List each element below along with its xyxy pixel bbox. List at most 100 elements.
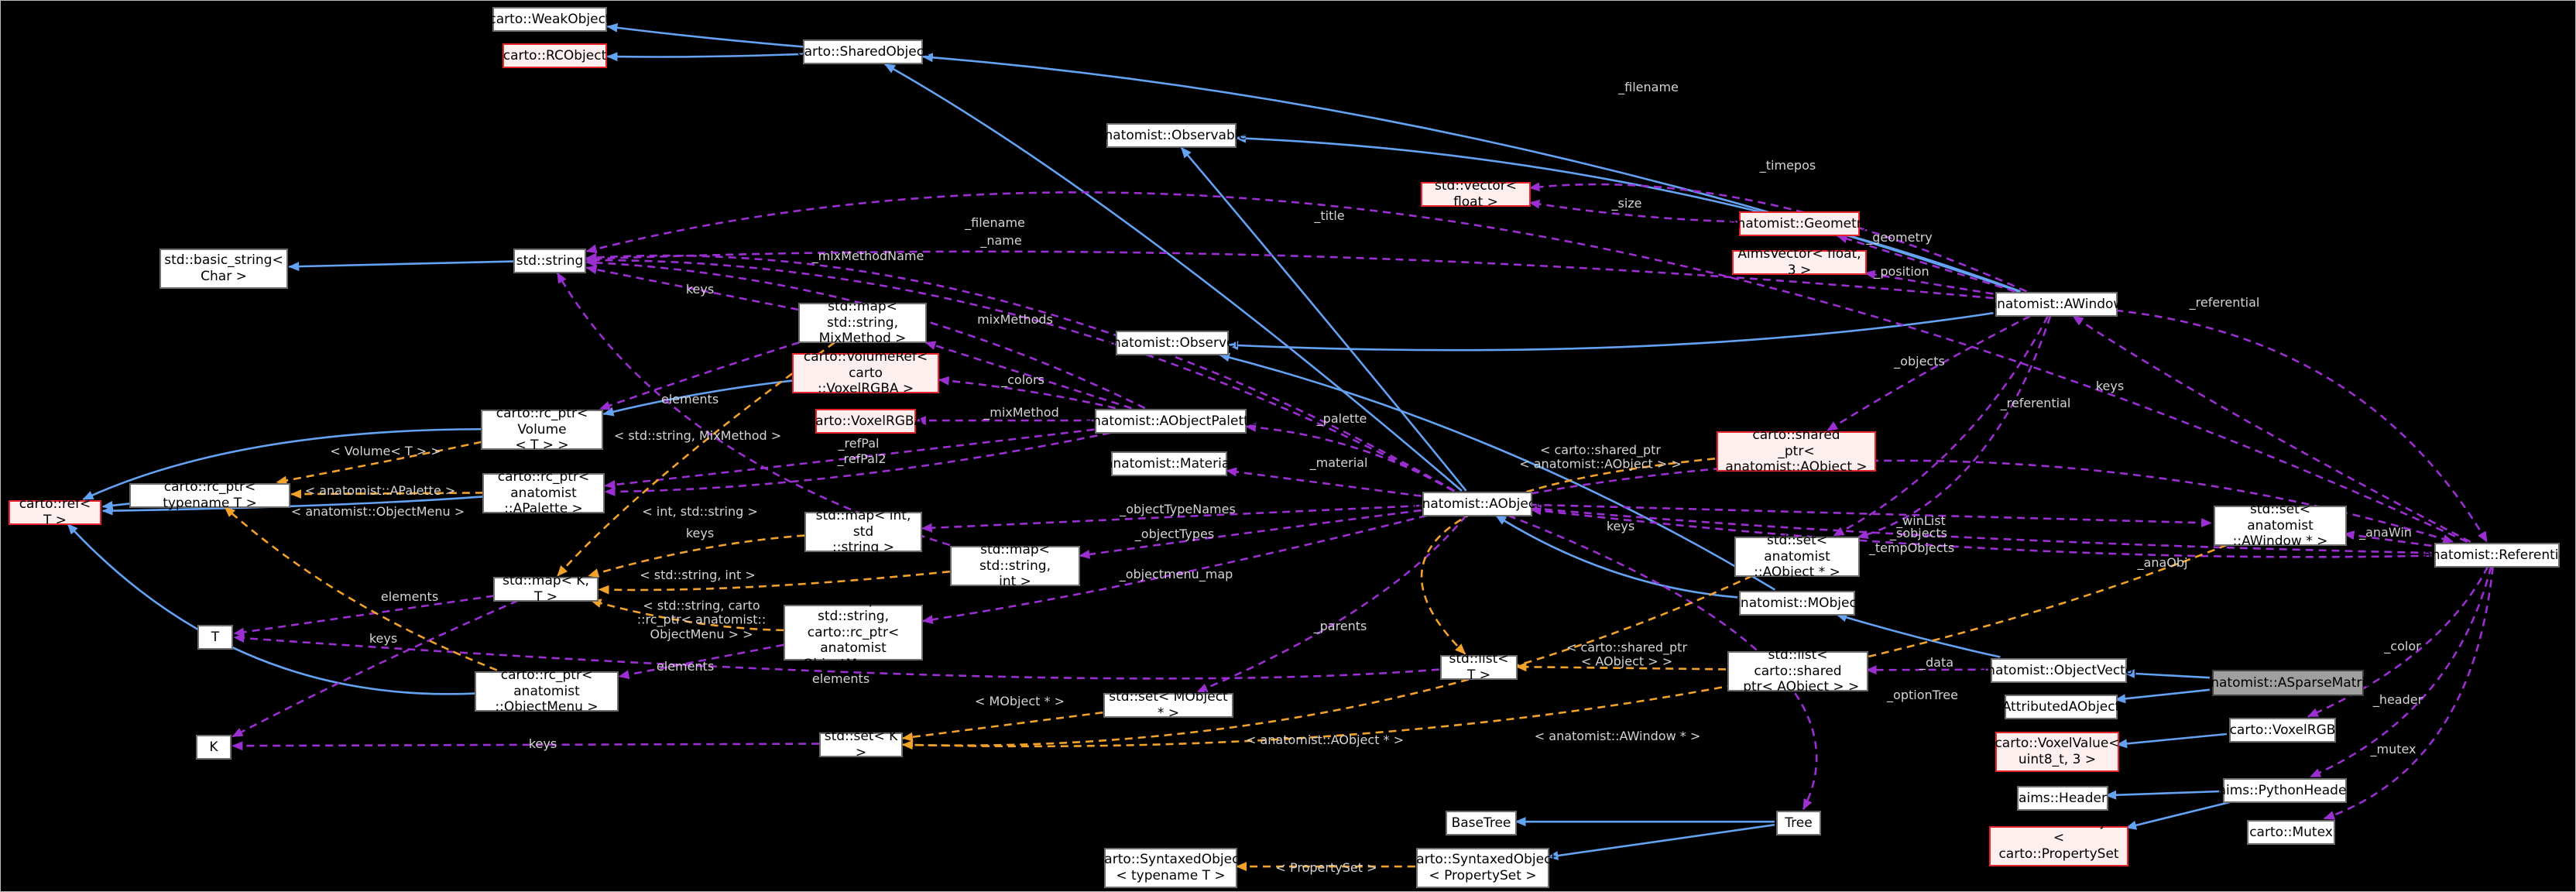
template-edge-rcptrobjectmenu-to-rcptrtypename (224, 506, 498, 671)
inherit-edge-aobject-to-sharedobject (883, 63, 1463, 492)
class-node-observer[interactable]: anatomist::Observer (1105, 331, 1240, 355)
edge-label-_tempObjects: _tempObjects (1868, 540, 1955, 555)
edge-label-_header: _header (2372, 691, 2423, 707)
class-node-objectvector[interactable]: anatomist::ObjectVector (1979, 658, 2139, 683)
class-node-setMObject[interactable]: std::set< MObject * > (1103, 689, 1233, 721)
member-edge-aobjectpalette-to-rcptrapalette (604, 431, 1111, 496)
class-node-observable[interactable]: anatomist::Observable (1096, 123, 1247, 148)
edge-label-anatomistObjectMenu: < anatomist::ObjectMenu > (290, 503, 465, 519)
class-node-listT[interactable]: std::list< T > (1440, 651, 1518, 683)
template-edge-listsharedanat-to-listT (1420, 457, 1716, 655)
edge-label-_refPal2: _refPal2 (837, 451, 887, 466)
class-node-basicstring[interactable]: std::basic_string< Char > (159, 249, 288, 289)
member-edge-awindow-to-setAObject (1857, 315, 2052, 540)
class-node-syntaxedT[interactable]: carto::SyntaxedObject < typename T > (1097, 848, 1244, 888)
inherit-edge-pythonheader-to-aimsheader (2105, 790, 2221, 800)
class-node-vectorfloat[interactable]: std::vector< float > (1421, 178, 1531, 210)
edge-label-_anaWin: _anaWin (2359, 524, 2412, 540)
edge-label-keys: keys (685, 281, 715, 297)
member-edge-geometry-to-vectorfloat (1528, 199, 1738, 223)
class-node-stdstring[interactable]: std::string (513, 249, 586, 273)
member-edge-mapKT-to-K (232, 599, 519, 738)
class-node-rcptrobjectmenu[interactable]: carto::rc_ptr< anatomist ::ObjectMenu > (475, 667, 619, 715)
inherit-edge-awindow-to-observable (1235, 133, 2022, 293)
member-edge-setK-to-K (232, 741, 820, 751)
template-edge-listsharedaobj-to-listT (1515, 662, 1727, 672)
class-node-attributedaobject[interactable]: AttributedAObject (2002, 695, 2120, 719)
edge-label-_objectTypeNames: _objectTypeNames (1120, 501, 1236, 516)
class-node-rcptrapalette[interactable]: carto::rc_ptr< anatomist ::APalette > (482, 469, 605, 516)
member-edge-referential-to-aobject (1530, 504, 2432, 554)
edge-label-_refPal: _refPal (838, 435, 880, 451)
edge-label-_mixMethod: _mixMethod (983, 404, 1059, 420)
edge-label-keys: keys (1606, 518, 1635, 533)
class-node-pythonheader[interactable]: aims::PythonHeader (2218, 778, 2351, 803)
member-edge-mapstringmix-to-stdstring (585, 265, 799, 311)
member-edge-awindow-to-stdstring (585, 250, 1994, 300)
edge-label-_size: _size (1611, 195, 1642, 211)
class-node-rcptrvolume[interactable]: carto::rc_ptr< Volume < T > > (481, 406, 603, 453)
class-node-sharedobject[interactable]: carto::SharedObject (797, 39, 929, 64)
member-edge-aobject-to-stdstring (585, 256, 1454, 492)
class-node-mapstringmenu[interactable]: std::map< std::string, carto::rc_ptr< an… (784, 592, 923, 672)
class-node-asparsematrix: anatomist::ASparseMatrix (2203, 670, 2373, 696)
class-node-listsharedanat[interactable]: std::list< carto::shared _ptr< anatomist… (1717, 411, 1876, 491)
member-edge-aobject-to-setMObject (1196, 515, 1467, 693)
edge-label-_color: _color (2384, 638, 2421, 654)
class-node-pointerobject[interactable]: carto::PointerObject < carto::PropertySe… (1989, 815, 2128, 878)
class-node-aimsheader[interactable]: aims::Header (2017, 786, 2108, 811)
class-node-syntaxedPS[interactable]: carto::SyntaxedObject < PropertySet > (1409, 848, 1556, 888)
class-node-referential[interactable]: anatomist::Referential (2423, 543, 2571, 568)
class-node-mapKT[interactable]: std::map< K, T > (493, 573, 599, 605)
template-edge-setMObject-to-setK (901, 711, 1103, 742)
edge-label-MObject: < MObject * > (975, 693, 1065, 708)
edge-label-stdstringint: < std::string, int > (640, 567, 756, 582)
edge-label-stdstringMixMethod: < std::string, MixMethod > (613, 427, 782, 443)
class-node-mobject[interactable]: anatomist::MObject (1733, 591, 1862, 616)
class-node-weakobject[interactable]: carto::WeakObject (489, 7, 611, 32)
class-node-aobjectpalette[interactable]: anatomist::AObjectPalette (1085, 409, 1257, 434)
member-edge-referential-to-pythonheader (2310, 566, 2492, 778)
class-node-basetree[interactable]: BaseTree (1446, 811, 1517, 835)
class-node-material[interactable]: anatomist::Material (1105, 451, 1233, 476)
class-node-K[interactable]: K (196, 735, 232, 760)
edge-label-_mutex: _mutex (2370, 741, 2417, 756)
class-node-awindow[interactable]: anatomist::AWindow (1989, 292, 2124, 317)
class-node-aimsvector[interactable]: AimsVector< float, 3 > (1732, 246, 1867, 278)
edge-label-_anaObj: _anaObj (2137, 554, 2188, 570)
class-node-rcptrtypename[interactable]: carto::rc_ptr< typename T > (129, 479, 290, 511)
template-edge-rcptrapalette-to-rcptrtypename (290, 489, 483, 499)
class-node-voxelrgb[interactable]: carto::VoxelRGB (2229, 718, 2336, 743)
class-node-rcobject[interactable]: carto::RCObject (503, 43, 607, 68)
class-node-mutex[interactable]: carto::Mutex (2247, 820, 2335, 845)
edge-label-_data: _data (1919, 654, 1954, 670)
edge-label-keys: keys (369, 630, 398, 646)
edge-label-_colors: _colors (1001, 372, 1044, 387)
class-node-mapintstring[interactable]: std::map< int, std ::string > (804, 508, 922, 555)
class-node-setK[interactable]: std::set< K > (819, 729, 903, 760)
edge-label-keys: keys (528, 736, 557, 751)
class-node-tree[interactable]: Tree (1776, 811, 1821, 835)
class-node-refT[interactable]: carto::ref< T > (9, 496, 101, 528)
class-node-listsharedaobj[interactable]: std::list< carto::shared _ptr< AObject >… (1727, 647, 1868, 695)
template-edge-mapstringmenu-to-mapKT (590, 599, 784, 632)
edge-label-_title: _title (1314, 208, 1345, 223)
inherit-edge-objectvector-to-mobject (1836, 612, 2001, 658)
class-node-volumeref[interactable]: carto::VolumeRef< carto ::VoxelRGBA > (792, 349, 939, 396)
edge-label-_material: _material (1309, 455, 1368, 470)
class-node-voxelvalue[interactable]: carto::VoxelValue< uint8_t, 3 > (1995, 732, 2120, 772)
class-node-geometry[interactable]: anatomist::Geometry (1729, 211, 1870, 236)
class-node-voxelrgba[interactable]: carto::VoxelRGBA (808, 409, 923, 434)
inherit-edge-asparsematrix-to-attributedaobject (2115, 688, 2211, 704)
edge-label-_objectTypes: _objectTypes (1134, 526, 1215, 541)
class-node-mapstringmix[interactable]: std::map< std::string, MixMethod > (798, 299, 927, 346)
class-node-mapstringint[interactable]: std::map< std::string, int > (950, 542, 1080, 589)
class-node-aobject[interactable]: anatomist::AObject (1414, 492, 1541, 516)
member-edge-mapstringmix-to-rcptrvolume (599, 341, 800, 410)
class-node-setawindow[interactable]: std::set< anatomist ::AWindow * > (2214, 502, 2347, 549)
class-node-T[interactable]: T (197, 625, 233, 650)
inherit-edge-rcptrapalette-to-refT (101, 496, 483, 516)
inherit-edge-rcptrtypename-to-refT (101, 500, 131, 510)
class-node-setAObject[interactable]: std::set< anatomist ::AObject * > (1734, 533, 1860, 580)
